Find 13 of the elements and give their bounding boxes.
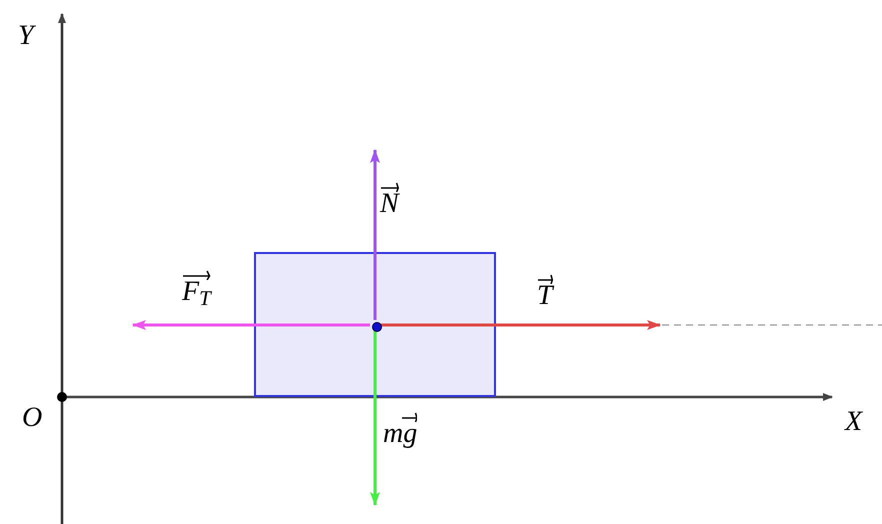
force-label: N: [380, 188, 399, 219]
force-arrow: [132, 320, 370, 330]
force-label: T: [537, 280, 553, 311]
force-label: F$_{T}$: [182, 276, 211, 307]
force-arrow: [380, 320, 661, 330]
center-point: [372, 322, 382, 332]
force-arrow: [370, 330, 380, 506]
force-arrow: [370, 149, 380, 320]
axis-label: Y: [18, 20, 34, 51]
axis-label: X: [845, 406, 862, 437]
axis-label: O: [22, 402, 42, 433]
block: [254, 252, 496, 397]
force-label: mg: [383, 418, 418, 449]
